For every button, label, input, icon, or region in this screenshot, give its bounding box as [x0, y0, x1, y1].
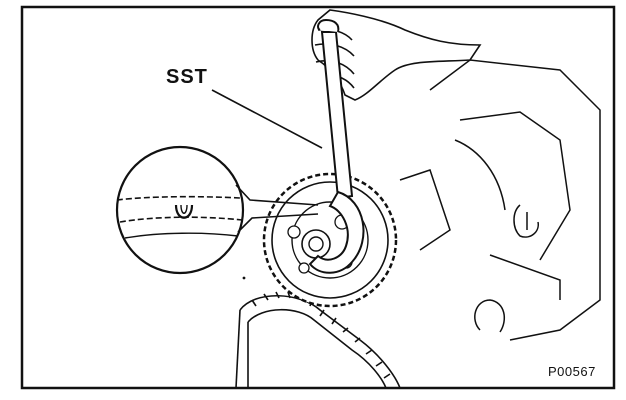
camshaft-pulley: [262, 172, 398, 308]
figure-code: P00567: [548, 364, 596, 379]
timing-belt: [235, 291, 401, 389]
hand: [311, 9, 482, 101]
sst-wrench: [308, 18, 365, 274]
engine-block: [399, 59, 601, 341]
magnified-detail: [115, 145, 245, 275]
stray-mark: [242, 276, 246, 280]
sst-leader-line: [211, 89, 323, 149]
figure-frame: [20, 5, 616, 390]
callout-connector: [235, 184, 319, 233]
sst-label: SST: [166, 66, 208, 88]
